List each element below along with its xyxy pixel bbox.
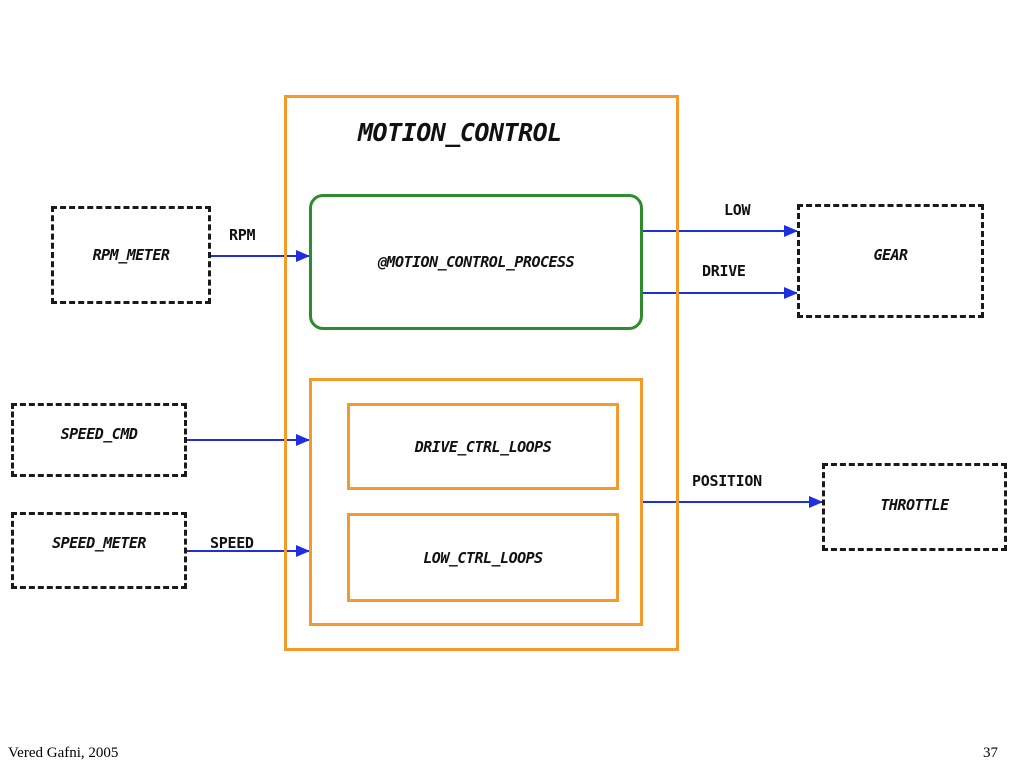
speed-meter-label: SPEED_METER — [52, 533, 146, 552]
rpm-meter-box: RPM_METER — [51, 206, 211, 304]
speed-signal-label: SPEED — [210, 534, 254, 552]
motion-control-title: MOTION_CONTROL — [358, 118, 562, 147]
speed-cmd-box: SPEED_CMD — [11, 403, 187, 477]
throttle-label: THROTTLE — [880, 496, 949, 514]
motion-control-container — [284, 95, 679, 651]
motion-control-process-box: @MOTION_CONTROL_PROCESS — [309, 194, 643, 330]
gear-box: GEAR — [797, 204, 984, 318]
page-number: 37 — [983, 745, 998, 761]
drive-ctrl-loops-label: DRIVE_CTRL_LOOPS — [414, 437, 552, 456]
position-signal-label: POSITION — [692, 472, 762, 490]
rpm-signal-label: RPM — [229, 226, 256, 244]
footer-author: Vered Gafni, 2005 — [8, 745, 119, 761]
drive-signal-label: DRIVE — [702, 262, 746, 280]
speed-cmd-label: SPEED_CMD — [60, 425, 138, 443]
speed-meter-box: SPEED_METER — [11, 512, 187, 589]
low-ctrl-loops-label: LOW_CTRL_LOOPS — [423, 548, 543, 567]
low-ctrl-loops-box: LOW_CTRL_LOOPS — [347, 513, 619, 602]
drive-ctrl-loops-box: DRIVE_CTRL_LOOPS — [347, 403, 619, 490]
gear-label: GEAR — [873, 246, 908, 264]
control-loops-group — [309, 378, 643, 626]
low-signal-label: LOW — [724, 201, 751, 219]
rpm-meter-label: RPM_METER — [92, 246, 170, 264]
throttle-box: THROTTLE — [822, 463, 1007, 551]
motion-control-process-label: @MOTION_CONTROL_PROCESS — [377, 253, 575, 271]
